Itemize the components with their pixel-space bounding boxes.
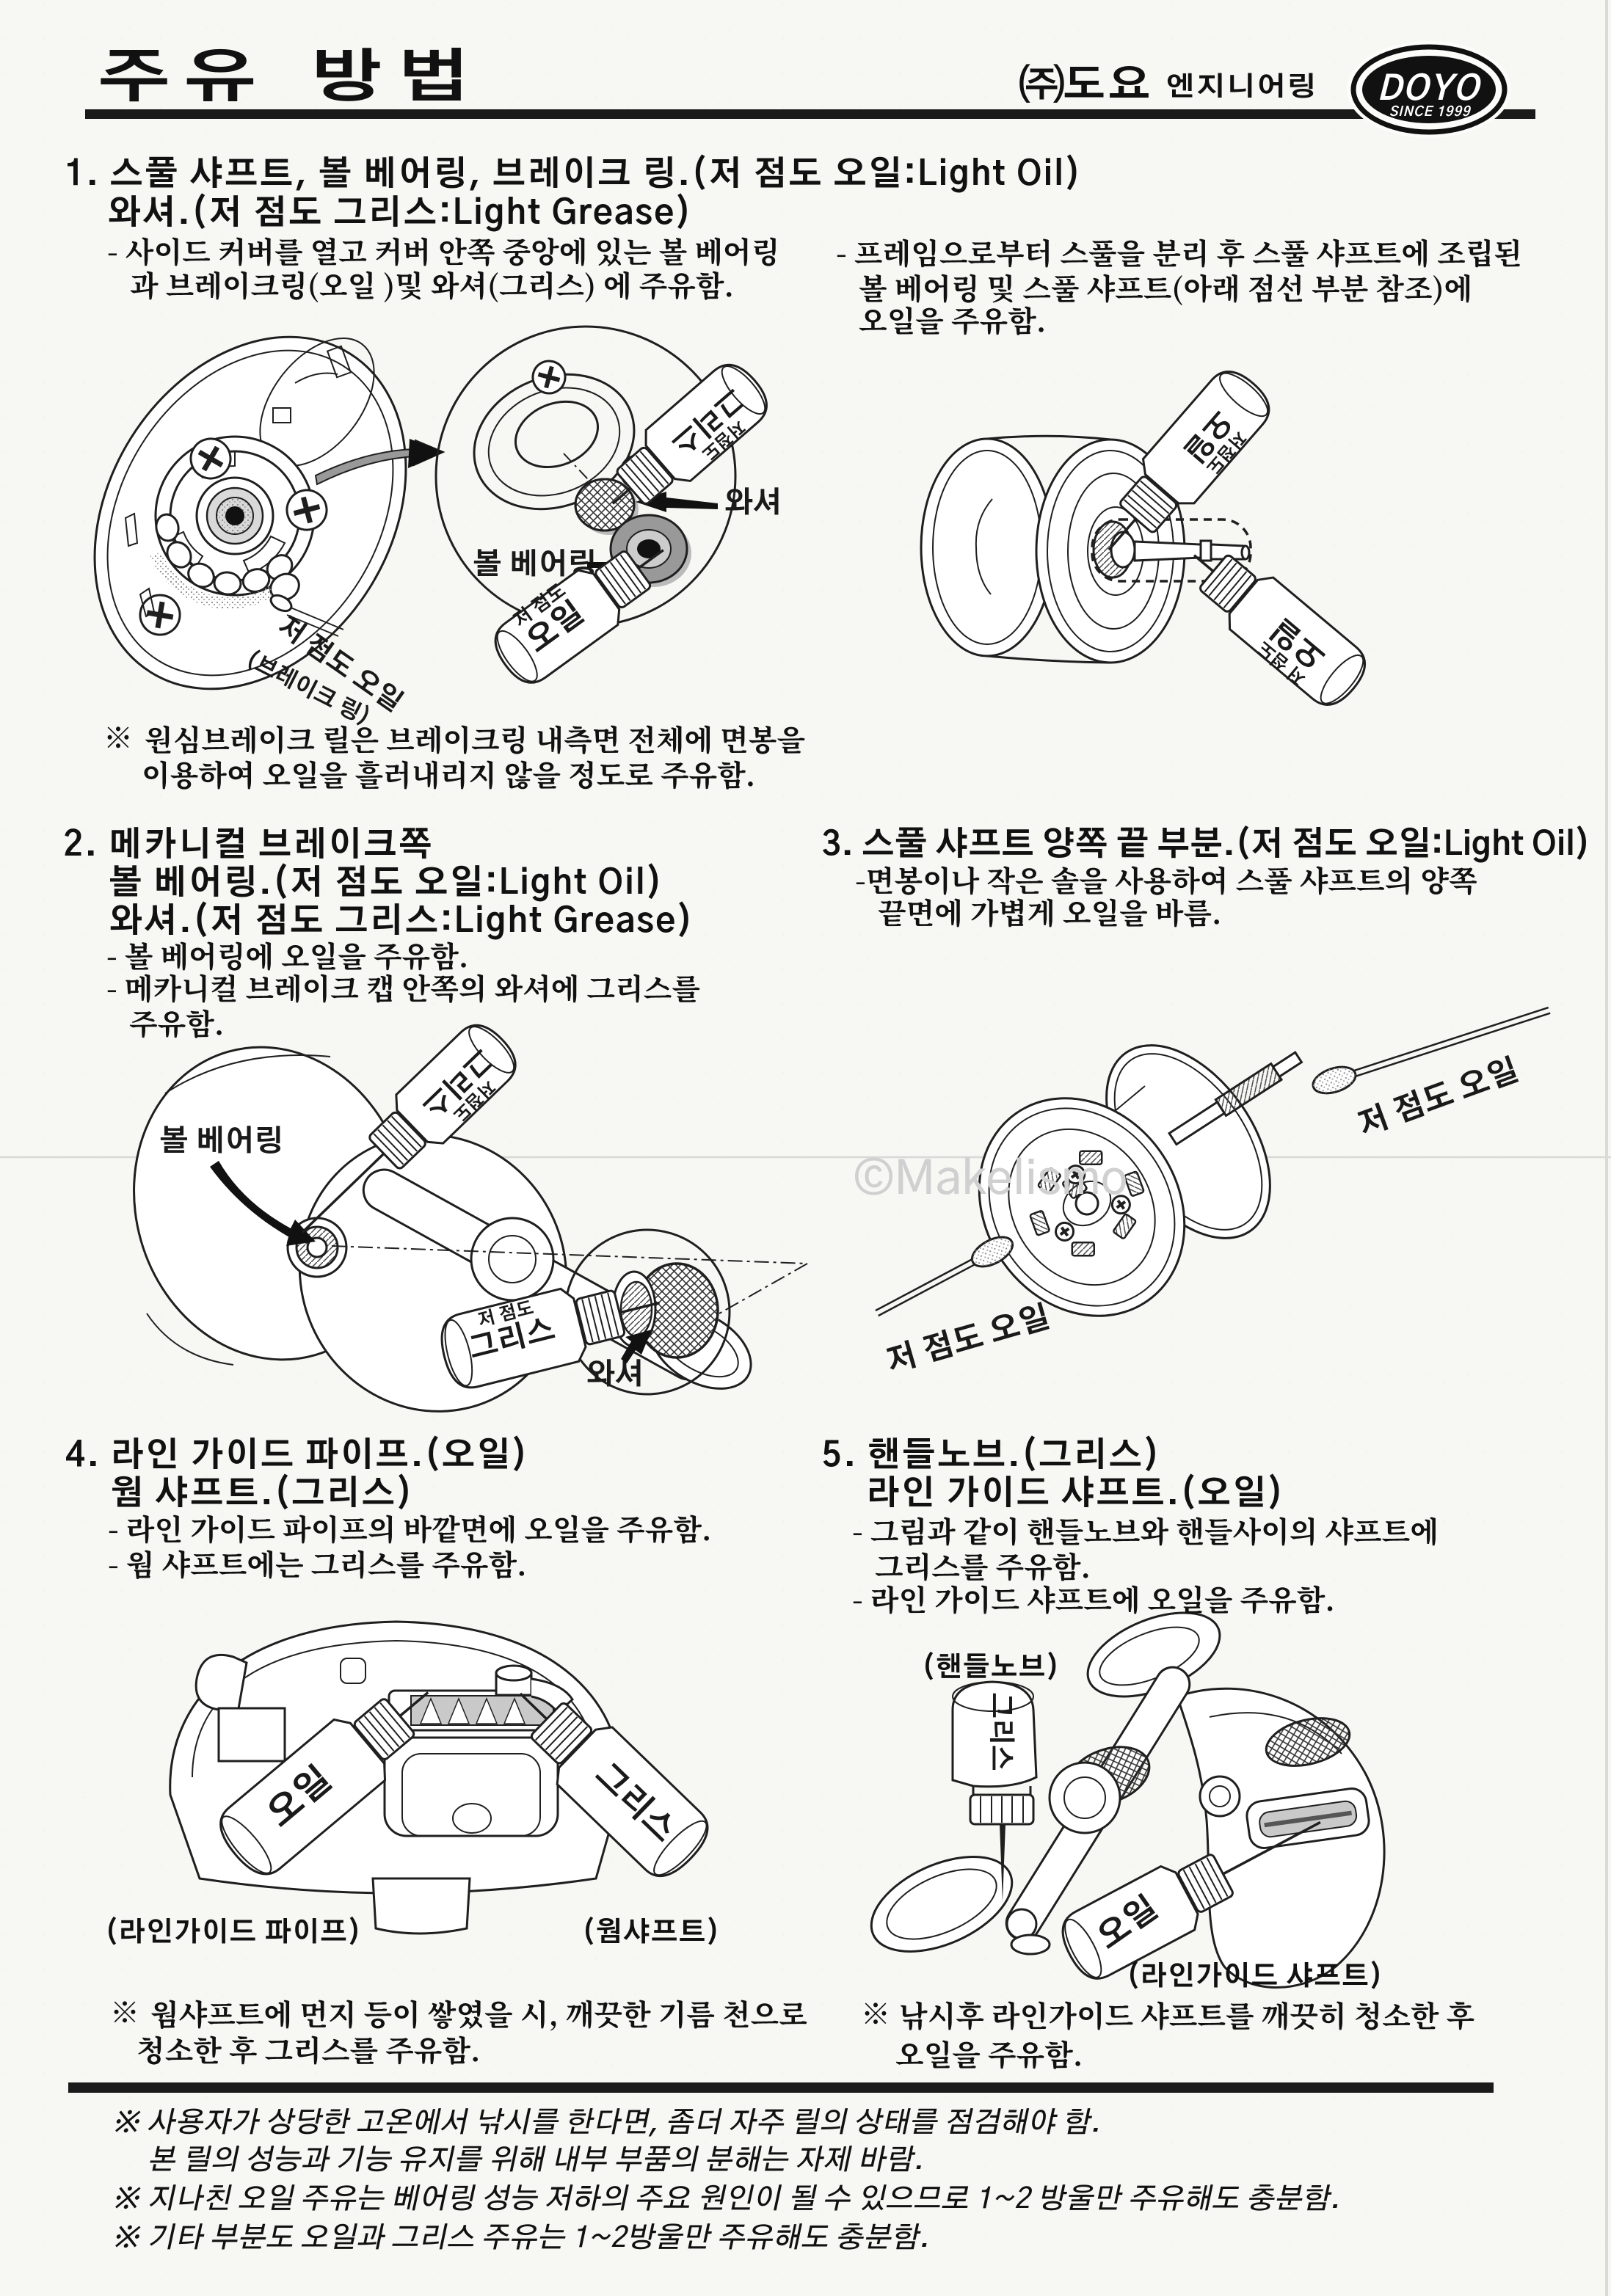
svg-text:그리스: 그리스 [986,1692,1015,1771]
svg-text:와셔: 와셔 [586,1359,644,1391]
svg-text:와셔: 와셔 [724,487,782,519]
svg-text:볼 베어링: 볼 베어링 [159,1126,283,1157]
svg-text:SINCE 1999: SINCE 1999 [1389,105,1472,119]
svg-text:DOYO: DOYO [1377,73,1482,107]
